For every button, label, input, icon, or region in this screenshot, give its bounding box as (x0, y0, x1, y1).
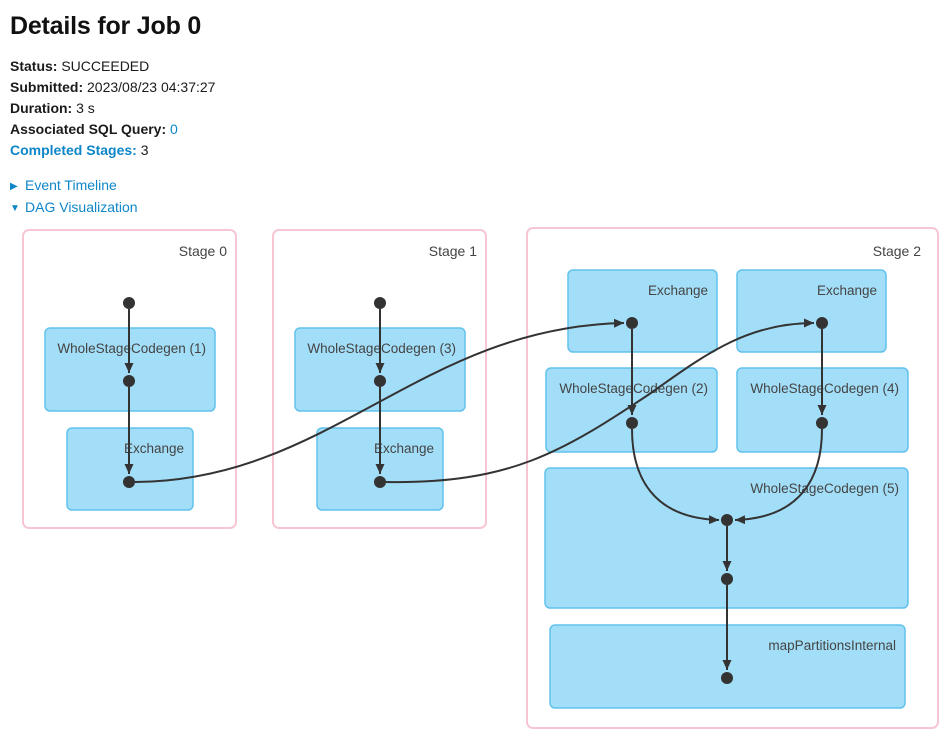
dag-edge (631, 428, 720, 525)
toggle-event-timeline[interactable]: ▶ Event Timeline (10, 175, 215, 197)
meta-row: Status: SUCCEEDED (10, 56, 215, 77)
operator-dot (123, 375, 135, 387)
operator-label: Exchange (648, 283, 708, 298)
operator-dot (816, 317, 828, 329)
operator-dot (374, 476, 386, 488)
operator-label: WholeStageCodegen (4) (750, 381, 899, 396)
operator-label: WholeStageCodegen (2) (559, 381, 708, 396)
meta-label: Submitted: (10, 79, 84, 95)
meta-value: 3 s (72, 100, 95, 116)
operator-dot (721, 573, 733, 585)
stage-label: Stage 2 (873, 243, 921, 259)
operator-dot (123, 297, 135, 309)
operator-label: Exchange (124, 441, 184, 456)
meta-value: SUCCEEDED (57, 58, 150, 74)
meta-label[interactable]: Completed Stages: (10, 142, 137, 158)
stage-label: Stage 0 (179, 243, 227, 259)
meta-value: 2023/08/23 04:37:27 (83, 79, 216, 95)
meta-label: Associated SQL Query: (10, 121, 167, 137)
toggle-label: DAG Visualization (25, 199, 138, 215)
meta-value[interactable]: 0 (166, 121, 178, 137)
page-title: Details for Job 0 (10, 12, 202, 40)
operator-dot (374, 375, 386, 387)
operator-dot (721, 514, 733, 526)
triangle-right-icon: ▶ (10, 181, 18, 192)
meta-value: 3 (136, 142, 149, 158)
operator-dot (123, 476, 135, 488)
operator-dot (374, 297, 386, 309)
operator-node[interactable]: Exchange (736, 269, 887, 353)
meta-row: Submitted: 2023/08/23 04:37:27 (10, 77, 215, 98)
meta-label: Status: (10, 58, 58, 74)
operator-label: WholeStageCodegen (1) (57, 341, 206, 356)
operator-label: WholeStageCodegen (3) (307, 341, 456, 356)
meta-label: Duration: (10, 100, 73, 116)
dag-edge (385, 318, 815, 484)
stage-label: Stage 1 (429, 243, 477, 259)
operator-dot (816, 417, 828, 429)
operator-label: Exchange (374, 441, 434, 456)
operator-label: Exchange (817, 283, 877, 298)
meta-row: Duration: 3 s (10, 98, 215, 119)
operator-node[interactable]: Exchange (567, 269, 718, 353)
meta-row: Completed Stages: 3 (10, 140, 215, 161)
operator-dot (721, 672, 733, 684)
section-toggles: ▶ Event Timeline ▼ DAG Visualization (10, 175, 215, 219)
dag-edge (134, 318, 625, 483)
operator-box[interactable] (567, 269, 718, 353)
meta-row: Associated SQL Query: 0 (10, 119, 215, 140)
operator-label: WholeStageCodegen (5) (750, 481, 899, 496)
operator-label: mapPartitionsInternal (768, 638, 896, 653)
toggle-label: Event Timeline (25, 177, 117, 193)
operator-dot (626, 317, 638, 329)
triangle-down-icon: ▼ (10, 203, 20, 214)
dag-edge (734, 428, 823, 525)
operator-dot (626, 417, 638, 429)
toggle-dag-visualization[interactable]: ▼ DAG Visualization (10, 197, 215, 219)
operator-box[interactable] (736, 269, 887, 353)
